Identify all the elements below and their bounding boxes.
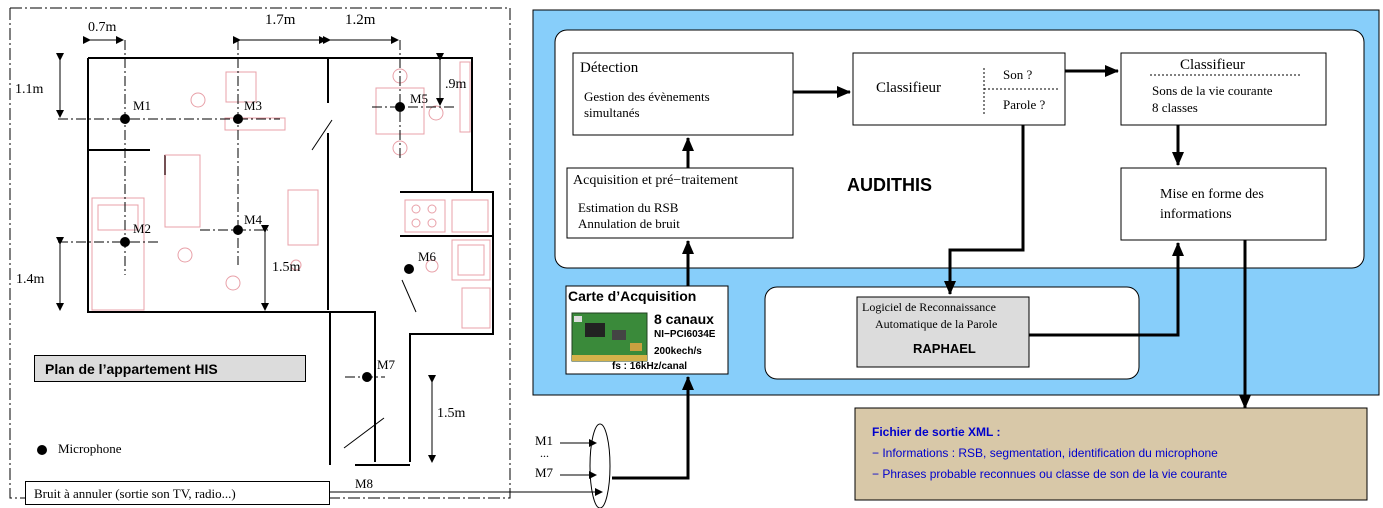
- noise-box: Bruit à annuler (sortie son TV, radio...…: [25, 481, 330, 505]
- formatting-box: [1120, 167, 1327, 241]
- dim-1-7m: 1.7m: [265, 12, 296, 28]
- dim-1-5m-b: 1.5m: [437, 406, 466, 421]
- doors: [311, 119, 417, 449]
- dimension-lines: [56, 36, 444, 463]
- raphael-name: RAPHAEL: [913, 341, 976, 356]
- microphones: [37, 102, 414, 455]
- apartment-boundary: [9, 7, 511, 499]
- mic-m6: [404, 264, 414, 274]
- input-m8: M8: [355, 476, 374, 491]
- furniture: [91, 61, 491, 329]
- classifier2-line2: 8 classes: [1152, 100, 1198, 115]
- classifier1-parole: Parole ?: [1003, 97, 1046, 112]
- mic-m2: [120, 237, 130, 247]
- formatting-line2: informations: [1160, 207, 1232, 222]
- detection-box: [572, 52, 794, 136]
- dim-0-9m: .9m: [445, 77, 467, 92]
- detection-line2: simultanés: [584, 105, 640, 120]
- mic-label-m2: M2: [133, 221, 152, 236]
- formatting-line1: Mise en forme des: [1160, 187, 1264, 202]
- dim-0-7m: 0.7m: [88, 20, 117, 35]
- inputs-bundle: [589, 423, 611, 508]
- mic-label-m6: M6: [418, 249, 437, 264]
- plan-title: Plan de l’appartement HIS: [34, 355, 306, 382]
- mic-label-m3: M3: [244, 98, 263, 113]
- dim-1-5m-a: 1.5m: [272, 260, 301, 275]
- input-dots: ...: [540, 446, 549, 460]
- raphael-line2: Automatique de la Parole: [875, 317, 998, 331]
- floor-plan-walls: [87, 57, 494, 466]
- xml-title: Fichier de sortie XML :: [872, 425, 1001, 439]
- mic-m1: [120, 114, 130, 124]
- classifier1-son: Son ?: [1003, 67, 1033, 82]
- detection-line1: Gestion des évènements: [584, 89, 710, 104]
- xml-output-box: [854, 407, 1368, 501]
- input-m1: M1: [535, 433, 554, 448]
- mic-label-m7: M7: [377, 357, 396, 372]
- mic-m7: [362, 372, 372, 382]
- mic-label-m5: M5: [410, 91, 429, 106]
- dim-1-2m: 1.2m: [345, 12, 376, 28]
- xml-item-2: − Phrases probable reconnues ou classe d…: [872, 467, 1228, 481]
- acquisition-line2: Annulation de bruit: [578, 216, 680, 231]
- acquisition-line1: Estimation du RSB: [578, 200, 679, 215]
- mic-m3: [233, 114, 243, 124]
- raphael-box: [856, 296, 1030, 368]
- legend-microphone-label: Microphone: [58, 441, 122, 456]
- dim-1-1m: 1.1m: [15, 82, 44, 97]
- mic-m5: [395, 102, 405, 112]
- acquisition-title: Acquisition et pré−traitement: [573, 173, 738, 188]
- dim-1-4m: 1.4m: [16, 272, 45, 287]
- card-channels: 8 canaux: [654, 311, 714, 327]
- card-rate: 200kech/s: [654, 346, 702, 357]
- classifier1-title: Classifieur: [876, 80, 941, 96]
- xml-item-1: − Informations : RSB, segmentation, iden…: [872, 446, 1218, 460]
- mic-m4: [233, 225, 243, 235]
- system-name: AUDITHIS: [847, 175, 932, 195]
- input-m7: M7: [535, 465, 554, 480]
- card-fs: fs : 16kHz/canal: [612, 361, 688, 372]
- classifier2-title: Classifieur: [1180, 57, 1245, 73]
- classifier2-box: [1120, 52, 1327, 126]
- detection-title: Détection: [580, 60, 639, 76]
- mic-label-m4: M4: [244, 212, 263, 227]
- legend-mic-dot: [37, 445, 47, 455]
- raphael-line1: Logiciel de Reconnaissance: [862, 300, 996, 314]
- card-title: Carte d’Acquisition: [568, 288, 697, 304]
- acquisition-card-image: [571, 312, 648, 362]
- card-model: NI−PCI6034E: [654, 329, 716, 340]
- acquisition-box: [566, 167, 794, 239]
- mic-label-m1: M1: [133, 98, 152, 113]
- classifier2-line1: Sons de la vie courante: [1152, 83, 1273, 98]
